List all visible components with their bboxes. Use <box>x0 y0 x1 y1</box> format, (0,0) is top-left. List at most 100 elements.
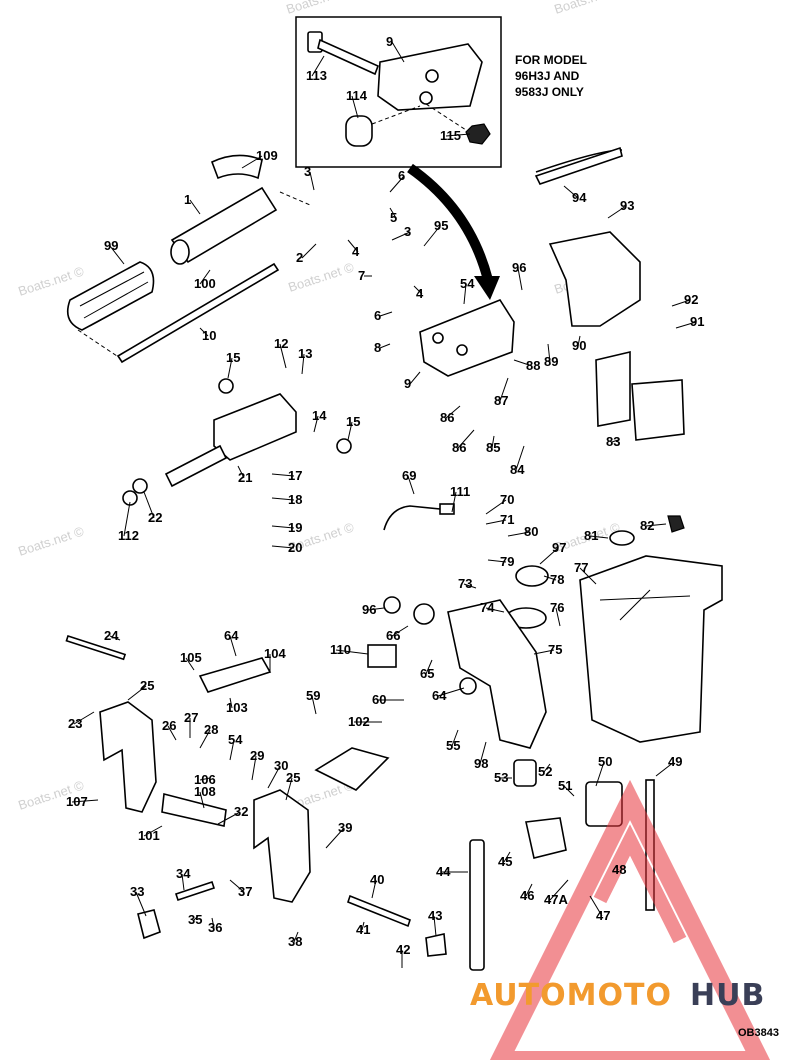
callout-label: 39 <box>338 820 352 835</box>
callout-leader <box>513 359 533 367</box>
callout-label: 28 <box>204 722 218 737</box>
callout-label: 88 <box>526 358 540 373</box>
callout-label: 32 <box>234 804 248 819</box>
callout-label: 51 <box>558 778 572 793</box>
callout-leader <box>457 429 475 449</box>
callout-leader <box>267 765 281 789</box>
callout-leader <box>167 725 177 741</box>
callout-label: 113 <box>306 68 327 83</box>
callout-leader <box>563 185 579 199</box>
callout-label: 24 <box>104 628 119 643</box>
callout-label: 15 <box>226 350 240 365</box>
callout-label: 38 <box>288 934 302 949</box>
callout-leader <box>241 155 263 169</box>
callout-leader <box>463 583 477 589</box>
callout-label: 66 <box>386 628 400 643</box>
callout-leader <box>549 879 569 901</box>
callout-label: 54 <box>228 732 243 747</box>
callout-leader <box>199 791 205 809</box>
callout-label: 104 <box>264 646 286 661</box>
callout-label: 90 <box>572 338 586 353</box>
callout-label: 46 <box>520 888 534 903</box>
callout-label: 47 <box>596 908 610 923</box>
callout-leader <box>645 523 667 527</box>
callout-leader <box>229 739 235 761</box>
callout-leader <box>445 405 461 419</box>
callout-label: 89 <box>544 354 558 369</box>
swivel-bracket <box>367 596 547 749</box>
callout-leader <box>143 825 163 837</box>
callout-label: 52 <box>538 764 552 779</box>
callout-leader <box>271 525 295 529</box>
callout-label: 13 <box>298 346 312 361</box>
callout-leader <box>109 635 121 641</box>
callout-leader <box>479 741 487 765</box>
callout-leader <box>499 377 509 402</box>
callout-label: 87 <box>494 393 508 408</box>
callout-leader <box>127 685 147 701</box>
callout-label: 64 <box>224 628 239 643</box>
callout-label: 84 <box>510 462 525 477</box>
callout-label: 50 <box>598 754 612 769</box>
callout-leader <box>185 657 195 671</box>
callout-label: 6 <box>398 168 405 183</box>
callout-leader <box>309 171 315 191</box>
callout-label: 33 <box>130 884 144 899</box>
shift-link <box>383 503 685 629</box>
callout-leader <box>543 763 551 773</box>
callout-leader <box>607 205 627 219</box>
callout-leader <box>181 873 185 891</box>
tiller-handle-assembly <box>66 154 311 364</box>
callout-leader <box>379 311 393 317</box>
callout-label: 15 <box>346 414 360 429</box>
callout-label: 93 <box>620 198 634 213</box>
callout-leader <box>515 445 525 471</box>
callout-leader <box>671 299 691 307</box>
callout-leader <box>227 357 233 379</box>
callout-label: 8 <box>374 340 381 355</box>
callout-leader <box>367 607 385 611</box>
inset-parts <box>307 31 491 147</box>
callout-leader <box>271 545 295 549</box>
callout-leader <box>391 41 405 63</box>
callout-label: 80 <box>524 524 538 539</box>
callout-leader <box>135 891 147 917</box>
logo-triangle <box>489 779 771 1060</box>
callout-leader <box>409 371 421 385</box>
callout-label: 83 <box>606 434 620 449</box>
callout-label: 91 <box>690 314 704 329</box>
callout-leader <box>391 625 409 637</box>
callout-label: 64 <box>432 688 447 703</box>
callout-leader <box>547 343 551 363</box>
callout-label: 53 <box>494 770 508 785</box>
callout-leader <box>407 475 415 495</box>
callout-label: 1 <box>184 192 191 207</box>
callout-label: 55 <box>446 738 460 753</box>
callout-leader <box>655 761 675 777</box>
shift-housing <box>122 378 352 506</box>
callout-leader <box>311 55 325 77</box>
callout-leader <box>229 879 245 893</box>
callout-leader <box>347 421 353 441</box>
callout-leader <box>563 785 575 797</box>
callout-leader <box>361 921 365 931</box>
callout-leader <box>675 321 697 329</box>
callout-label: 43 <box>428 908 442 923</box>
callout-leader <box>199 269 211 285</box>
callout-leader <box>433 915 437 937</box>
callout-label: 49 <box>668 754 682 769</box>
callout-label: 42 <box>396 942 410 957</box>
callout-label: 6 <box>374 308 381 323</box>
callout-label: 114 <box>346 88 368 103</box>
callout-leader <box>539 547 559 565</box>
callout-label: 111 <box>450 484 470 499</box>
callout-leader <box>389 175 405 193</box>
callout-label: 115 <box>440 128 461 143</box>
callout-label: 77 <box>574 560 588 575</box>
callout-label: 29 <box>250 748 264 763</box>
callout-label: 70 <box>500 492 514 507</box>
callout-label: 59 <box>306 688 320 703</box>
logo-text-dark: HUB <box>690 978 765 1013</box>
callout-label: 9 <box>404 376 411 391</box>
callout-leader <box>313 415 319 433</box>
